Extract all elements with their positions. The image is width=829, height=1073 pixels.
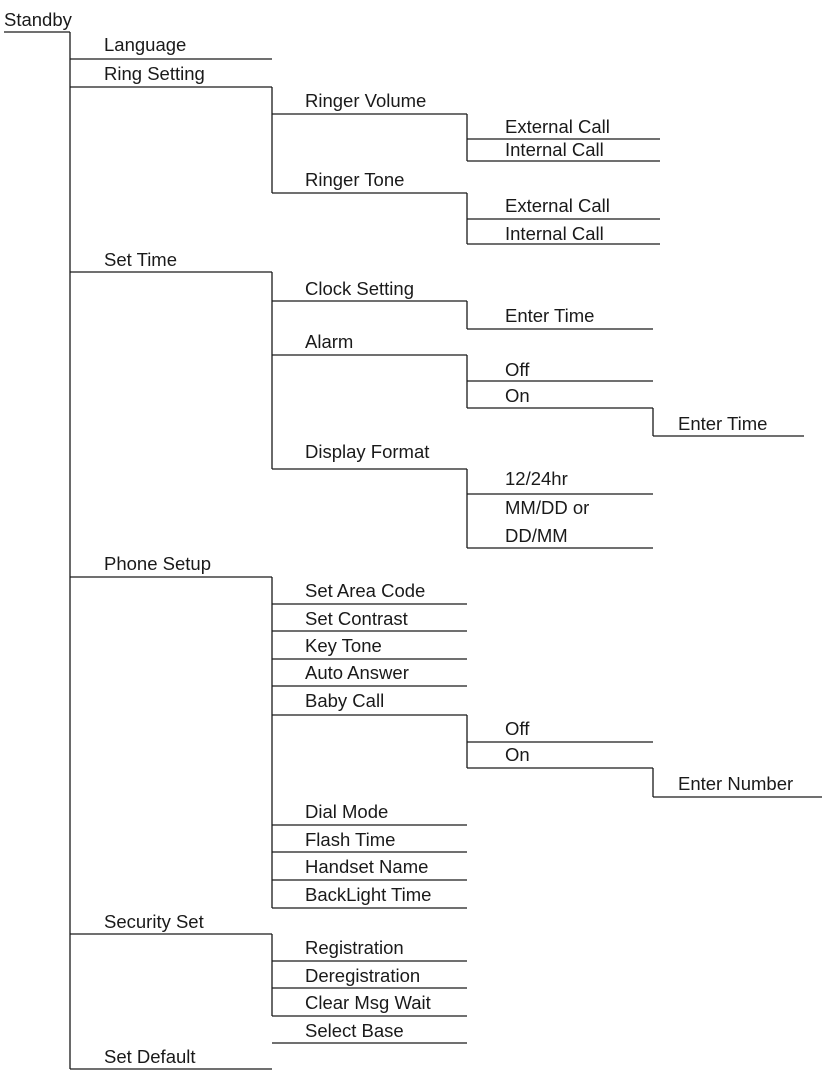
node-clear-msg-wait: Clear Msg Wait — [305, 992, 431, 1013]
node-rv-external-call: External Call — [505, 116, 610, 137]
node-flash-time: Flash Time — [305, 829, 395, 850]
node-alarm-off: Off — [505, 359, 530, 380]
node-deregistration: Deregistration — [305, 965, 420, 986]
node-security-set: Security Set — [104, 911, 204, 932]
node-select-base: Select Base — [305, 1020, 404, 1041]
node-backlight-time: BackLight Time — [305, 884, 431, 905]
node-handset-name: Handset Name — [305, 856, 428, 877]
node-enter-number: Enter Number — [678, 773, 793, 794]
node-set-area-code: Set Area Code — [305, 580, 425, 601]
node-display-format: Display Format — [305, 441, 429, 462]
node-auto-answer: Auto Answer — [305, 662, 409, 683]
node-key-tone: Key Tone — [305, 635, 382, 656]
node-set-default: Set Default — [104, 1046, 196, 1067]
node-rv-internal-call: Internal Call — [505, 139, 604, 160]
node-registration: Registration — [305, 937, 404, 958]
node-alarm-enter-time: Enter Time — [678, 413, 767, 434]
node-alarm: Alarm — [305, 331, 353, 352]
node-phone-setup: Phone Setup — [104, 553, 211, 574]
node-rt-internal-call: Internal Call — [505, 223, 604, 244]
node-language: Language — [104, 34, 186, 55]
node-rt-external-call: External Call — [505, 195, 610, 216]
node-set-time: Set Time — [104, 249, 177, 270]
node-baby-call-off: Off — [505, 718, 530, 739]
node-set-contrast: Set Contrast — [305, 608, 408, 629]
node-ringer-volume: Ringer Volume — [305, 90, 426, 111]
node-ringer-tone: Ringer Tone — [305, 169, 404, 190]
node-alarm-on: On — [505, 385, 530, 406]
node-baby-call-on: On — [505, 744, 530, 765]
node-dd-mm: DD/MM — [505, 525, 568, 546]
node-ring-setting: Ring Setting — [104, 63, 205, 84]
node-standby: Standby — [4, 9, 73, 30]
node-dial-mode: Dial Mode — [305, 801, 388, 822]
node-clock-setting: Clock Setting — [305, 278, 414, 299]
node-clock-enter-time: Enter Time — [505, 305, 594, 326]
node-mm-dd-or: MM/DD or — [505, 497, 589, 518]
node-baby-call: Baby Call — [305, 690, 384, 711]
node-12-24hr: 12/24hr — [505, 468, 568, 489]
